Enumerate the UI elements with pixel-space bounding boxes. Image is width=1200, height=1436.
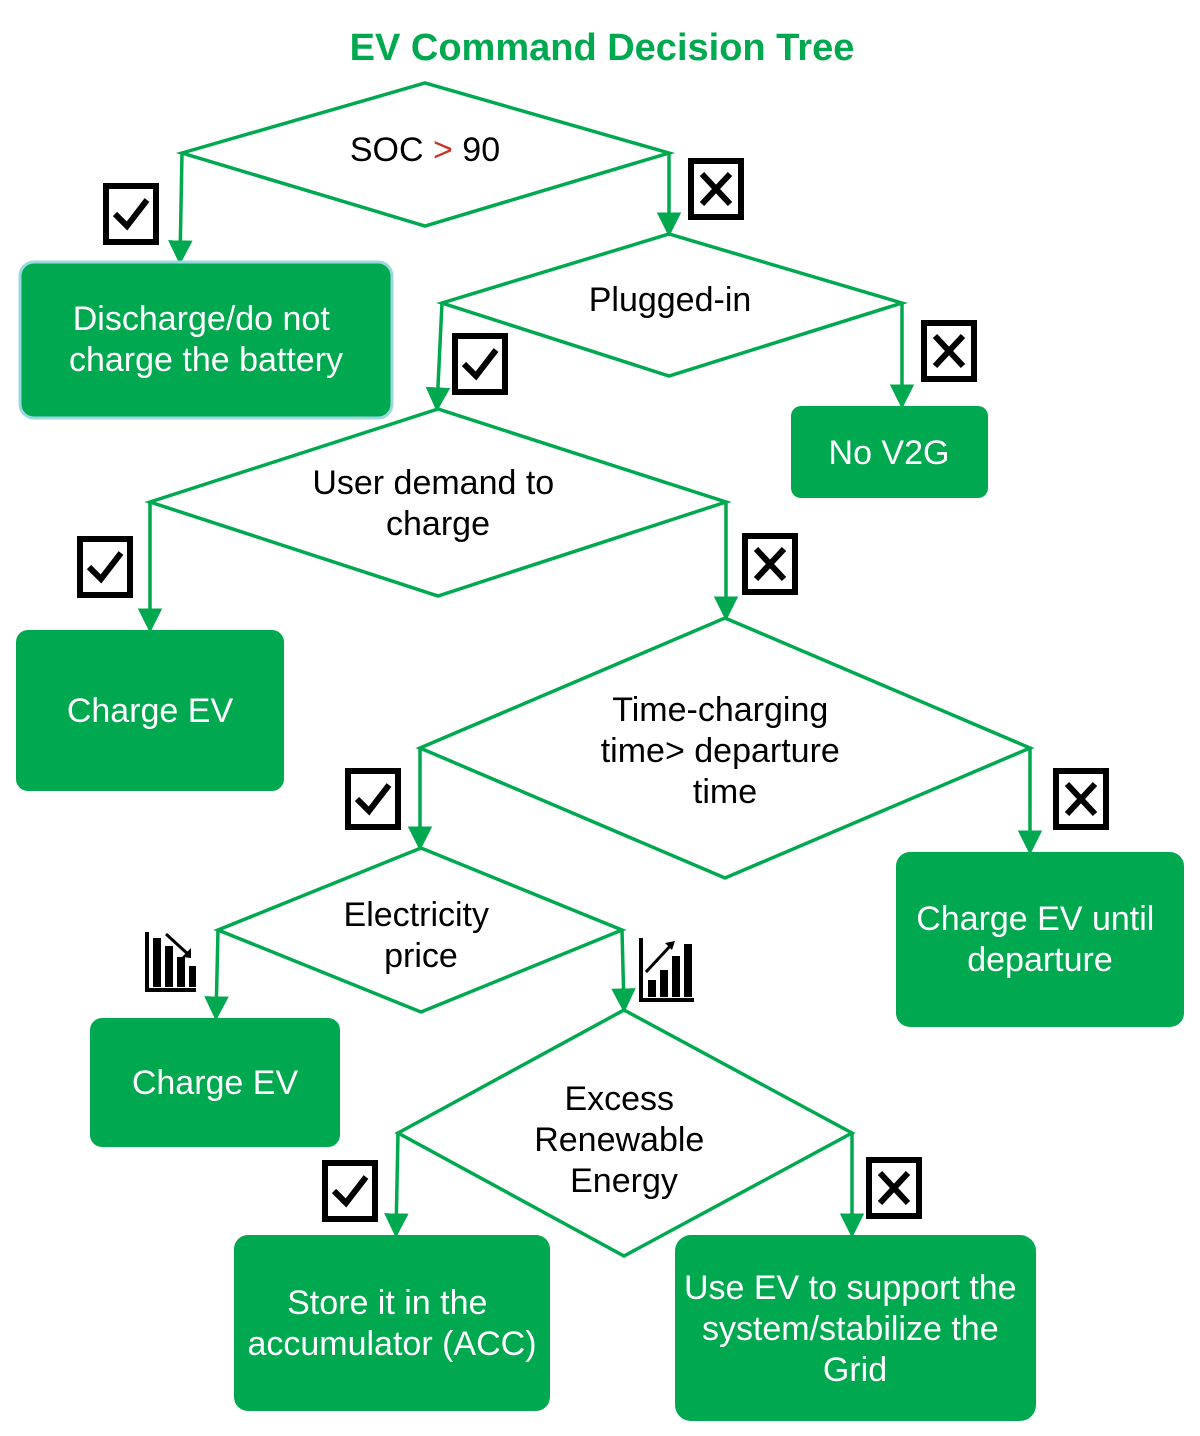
action-charge-ev-1-box [16,630,284,791]
arrow-plugged-yes [425,302,451,412]
action-support-grid-box [675,1235,1036,1421]
arrow-renewable-yes [384,1132,409,1238]
x-box-icon [691,161,741,217]
action-no-v2g-label: No V2G [829,434,950,472]
x-box-icon [924,323,974,379]
arrow-price-low [204,929,229,1021]
decision-user-demand-diamond [144,407,732,598]
x-box-icon [869,1160,919,1216]
arrow-price-high [611,929,636,1013]
action-charge-until-box [896,852,1184,1027]
check-box-icon [455,336,505,392]
diagram-title: EV Command Decision Tree [350,27,855,69]
action-no-v2g-box [791,406,988,498]
check-box-icon [325,1163,375,1219]
decision-plugged-label: Plugged-in [589,281,752,319]
action-charge-ev-1-label: Charge EV [67,692,234,730]
action-store-acc-label: Store it in the accumulator (ACC) [247,1284,536,1363]
action-support-grid-label: Use EV to support the system/stabilize t… [684,1269,1026,1389]
bar-chart-decreasing-icon [145,932,196,992]
decision-soc-label: SOC > 90 [350,131,500,169]
action-store-acc-box [234,1235,550,1411]
check-box-icon [80,539,130,595]
action-discharge-box [18,260,394,420]
action-charge-ev-2-box [90,1018,340,1147]
arrow-soc-yes [168,152,193,265]
decision-user-demand-label: User demand to charge [312,464,563,543]
action-discharge-label: Discharge/do not charge the battery [69,300,343,379]
x-box-icon [745,536,795,592]
action-charge-until-label: Charge EV until departure [916,900,1164,979]
x-box-icon [1056,771,1106,827]
check-box-icon [106,186,156,242]
action-charge-ev-2-label: Charge EV [132,1064,299,1102]
check-box-icon [348,771,398,827]
decision-renewable-label: Excess Renewable Energy [534,1080,714,1200]
bar-chart-increasing-icon [639,938,694,1002]
decision-price-label: Electricity price [344,896,499,975]
decision-time-charging-label: Time-charging time> departure time [601,691,850,811]
